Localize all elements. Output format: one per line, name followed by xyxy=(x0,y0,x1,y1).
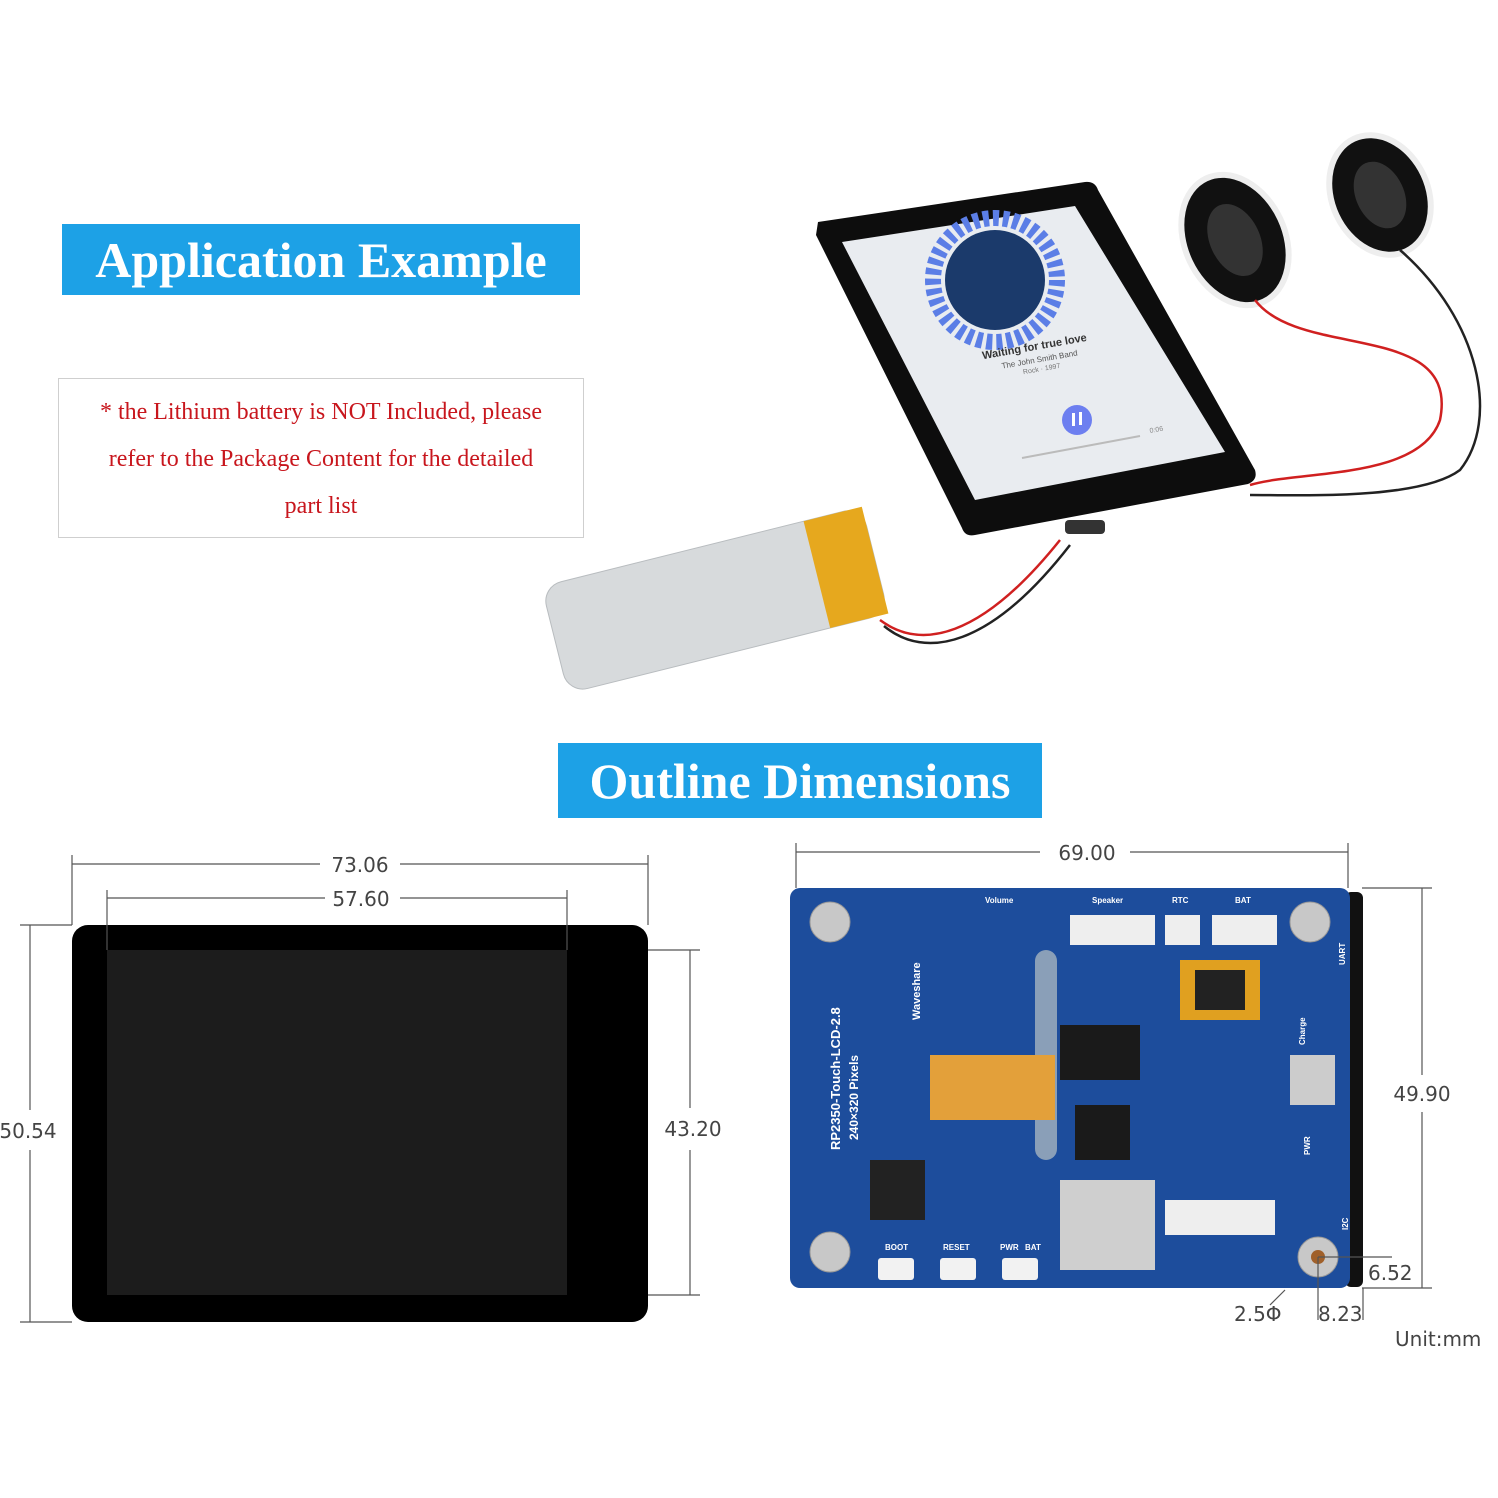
dim-front-width-outer: 73.06 xyxy=(331,853,388,877)
label-speaker: Speaker xyxy=(1092,896,1123,905)
song-time: 0:06 xyxy=(1149,426,1164,435)
label-pwr: PWR xyxy=(1000,1243,1019,1252)
battery-note: * the Lithium battery is NOT Included, p… xyxy=(58,378,584,538)
label-charge: Charge xyxy=(1298,1017,1307,1045)
board-resolution: 240×320 Pixels xyxy=(847,1055,861,1140)
note-line: refer to the Package Content for the det… xyxy=(108,446,534,472)
dim-hole-diameter: 2.5Φ xyxy=(1234,1302,1282,1326)
note-line: * the Lithium battery is NOT Included, p… xyxy=(99,399,543,425)
dim-back-width: 69.00 xyxy=(1058,841,1115,865)
label-bat: BAT xyxy=(1235,896,1251,905)
battery-image xyxy=(545,506,1071,690)
label-bat-button: BAT xyxy=(1025,1243,1041,1252)
front-outline-drawing: 73.06 57.60 50.54 43.20 xyxy=(0,853,722,1323)
unit-label: Unit:mm xyxy=(1395,1327,1481,1351)
label-i2c: I2C xyxy=(1341,1217,1350,1230)
note-line: part list xyxy=(284,493,358,519)
label-uart: UART xyxy=(1338,943,1347,965)
application-example-title: Application Example xyxy=(62,224,580,295)
board-name: RP2350-Touch-LCD-2.8 xyxy=(828,1007,843,1150)
label-volume: Volume xyxy=(985,896,1014,905)
dim-front-height-outer: 50.54 xyxy=(0,1119,57,1143)
dim-hole-offset-y: 6.52 xyxy=(1368,1261,1413,1285)
label-rtc: RTC xyxy=(1172,896,1189,905)
speakers-image xyxy=(1178,132,1482,497)
brand-logo: Waveshare xyxy=(911,962,923,1020)
dim-front-width-screen: 57.60 xyxy=(332,887,389,911)
dim-back-height: 49.90 xyxy=(1393,1082,1450,1106)
back-outline-drawing: RP2350-Touch-LCD-2.8 240×320 Pixels Wave… xyxy=(790,841,1481,1351)
outline-dimensions-title: Outline Dimensions xyxy=(558,743,1042,818)
label-reset: RESET xyxy=(943,1243,970,1252)
label-pwr-led: PWR xyxy=(1303,1136,1312,1155)
dim-front-height-screen: 43.20 xyxy=(664,1117,721,1141)
pause-icon xyxy=(1062,405,1092,435)
device-image: Waiting for true love The John Smith Ban… xyxy=(816,181,1256,536)
dim-hole-offset-x: 8.23 xyxy=(1318,1302,1363,1326)
label-boot: BOOT xyxy=(885,1243,908,1252)
